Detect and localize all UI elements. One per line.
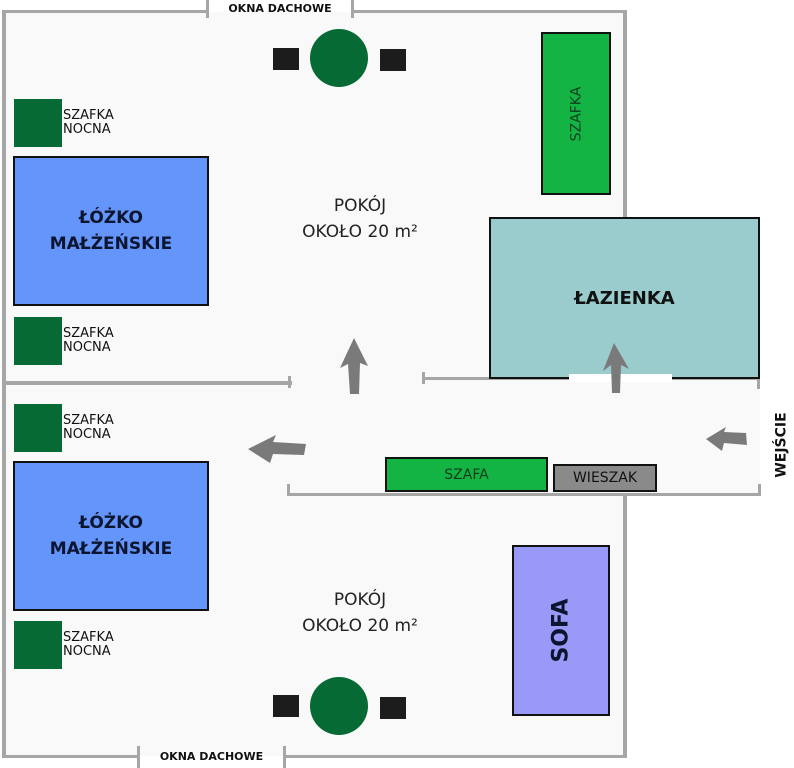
round-table-upper — [310, 29, 368, 87]
wardrobe-label: SZAFA — [444, 466, 489, 483]
wall-middle-center-cap — [422, 372, 425, 384]
wall-hallway-bottom — [287, 493, 761, 496]
wall-hallway-right-cap — [758, 484, 761, 496]
chair-lower-left — [273, 695, 299, 717]
bathroom: ŁAZIENKA — [489, 217, 760, 379]
bathroom-label: ŁAZIENKA — [574, 287, 675, 309]
nightstand-label-line1: SZAFKA — [63, 108, 114, 123]
nightstand-label-line1: SZAFKA — [63, 326, 114, 341]
coat-rack-label: WIESZAK — [572, 470, 638, 486]
nightstand-upper-bottom-label: SZAFKA NOCNA — [63, 327, 114, 355]
wall-bottom-left — [2, 755, 138, 758]
skylight-label-bottom: OKNA DACHOWE — [159, 750, 264, 763]
wall-bath-upper — [623, 200, 626, 218]
chair-lower-right — [380, 697, 406, 719]
nightstand-label-line1: SZAFKA — [63, 630, 114, 645]
wall-bath-right-cap — [757, 377, 760, 389]
nightstand-upper-bottom — [14, 317, 62, 365]
wall-top-right — [352, 10, 626, 13]
nightstand-label-line1: SZAFKA — [63, 413, 114, 428]
room-name: POKÓJ — [333, 590, 387, 610]
sofa: SOFA — [512, 545, 610, 716]
wall-top-left — [2, 10, 206, 13]
nightstand-label-line2: NOCNA — [63, 122, 111, 137]
window-bottom-frame-left — [137, 746, 140, 768]
nightstand-lower-top — [14, 404, 62, 452]
wall-middle-left-cap — [288, 376, 291, 388]
wall-hallway-left-cap — [287, 484, 290, 496]
arrow-up-to-bathroom-icon — [603, 343, 629, 393]
room-name: POKÓJ — [333, 196, 387, 216]
arrow-up-to-upper-room-icon — [340, 338, 368, 394]
nightstand-lower-bottom-label: SZAFKA NOCNA — [63, 631, 114, 659]
skylight-label-top: OKNA DACHOWE — [228, 2, 332, 15]
entrance-label: WEJŚCIE — [770, 410, 794, 480]
lower-room-label: POKÓJ OKOŁO 20 m² — [290, 587, 430, 639]
window-top-frame-left — [206, 0, 209, 18]
nightstand-label-line2: NOCNA — [63, 340, 111, 355]
arrow-left-to-lower-room-icon — [248, 435, 306, 463]
nightstand-upper-top-label: SZAFKA NOCNA — [63, 109, 114, 137]
cabinet-label: SZAFKA — [568, 86, 584, 141]
room-area: OKOŁO 20 m² — [302, 222, 418, 242]
chair-upper-left — [273, 48, 299, 70]
bed-label-line1: ŁÓŻKO — [79, 513, 143, 533]
window-top-frame-right — [351, 0, 354, 18]
wall-lower-right — [623, 494, 627, 758]
wall-upper-right — [623, 10, 627, 218]
nightstand-label-line2: NOCNA — [63, 427, 111, 442]
bed-label-line1: ŁÓŻKO — [79, 208, 143, 228]
cabinet-upper: SZAFKA — [541, 32, 611, 195]
wardrobe: SZAFA — [385, 457, 548, 492]
upper-room-label: POKÓJ OKOŁO 20 m² — [290, 193, 430, 245]
wall-middle-left — [2, 381, 292, 385]
sofa-label: SOFA — [548, 598, 574, 663]
wall-bottom-right — [284, 755, 627, 758]
arrow-entrance-icon — [706, 427, 747, 451]
bed-label-line2: MAŁŻEŃSKIE — [49, 539, 173, 559]
chair-upper-right — [380, 49, 406, 71]
bed-label-line2: MAŁŻEŃSKIE — [49, 234, 173, 254]
room-area: OKOŁO 20 m² — [302, 616, 418, 636]
nightstand-lower-top-label: SZAFKA NOCNA — [63, 414, 114, 442]
coat-rack: WIESZAK — [553, 464, 657, 492]
nightstand-lower-bottom — [14, 621, 62, 669]
double-bed-lower: ŁÓŻKO MAŁŻEŃSKIE — [13, 461, 209, 611]
entrance-text: WEJŚCIE — [774, 412, 791, 478]
round-table-lower — [310, 677, 368, 735]
nightstand-upper-top — [14, 99, 62, 147]
window-bottom-frame-right — [283, 746, 286, 768]
double-bed-upper: ŁÓŻKO MAŁŻEŃSKIE — [13, 156, 209, 306]
nightstand-label-line2: NOCNA — [63, 644, 111, 659]
